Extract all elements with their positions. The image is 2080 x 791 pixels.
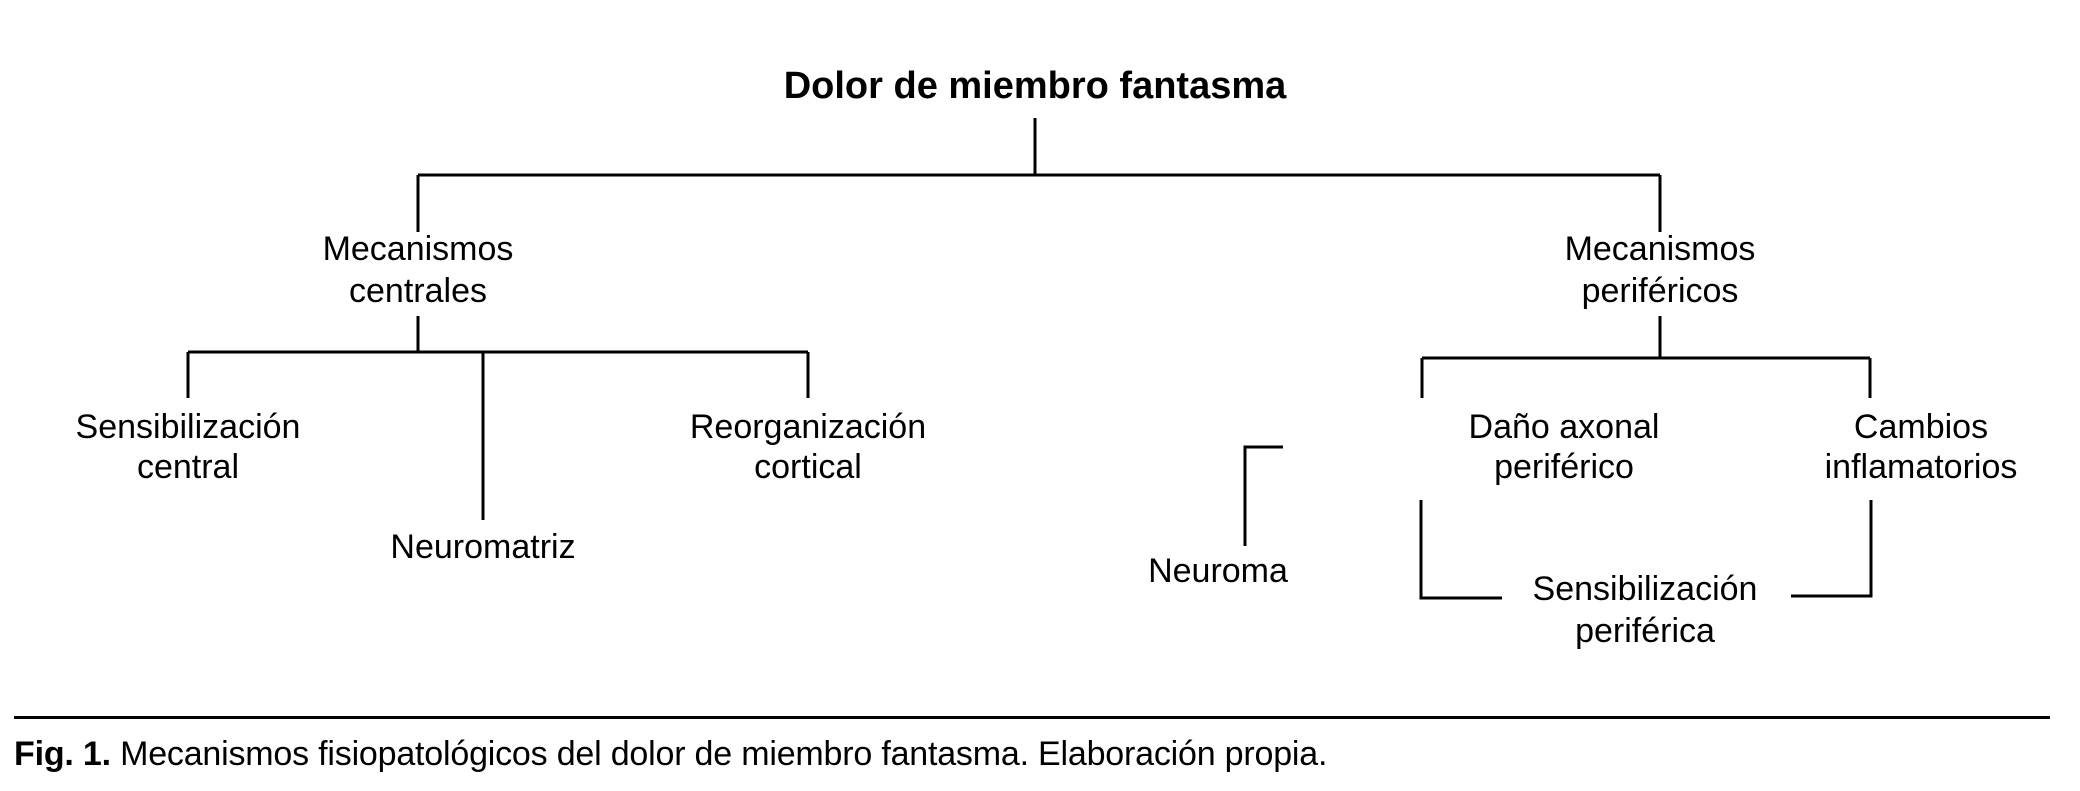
caption-divider-rule (14, 716, 2050, 719)
node-neuromatriz-line1: Neuromatriz (390, 528, 575, 566)
branch-peripheral-label-line2: periféricos (1582, 272, 1739, 310)
connector-dano-axonal-to-neuroma (1243, 445, 1283, 546)
figure-caption-text: Mecanismos fisiopatológicos del dolor de… (110, 735, 1328, 773)
figure-caption: Fig. 1. Mecanismos fisiopatológicos del … (14, 732, 2064, 776)
node-reorganizacion-cortical-line1: Reorganización (690, 408, 926, 446)
figure-caption-number: Fig. 1. (14, 735, 111, 773)
node-cambios-inflamatorios-line2: inflamatorios (1825, 448, 2018, 486)
connector-dano-axonal-to-sensibilizacion-periferica (1419, 500, 1502, 600)
branch-peripheral-label-line1: Mecanismos (1565, 230, 1756, 268)
node-sensibilizacion-periferica-line2: periférica (1575, 612, 1715, 650)
phantom-limb-pain-tree-diagram: Dolor de miembro fantasma Mecanismos cen… (76, 65, 2018, 650)
node-neuroma-line1: Neuroma (1148, 552, 1288, 590)
root-node-label: Dolor de miembro fantasma (784, 65, 1287, 107)
node-dano-axonal-periferico-line1: Daño axonal (1469, 408, 1660, 446)
node-sensibilizacion-central-line2: central (137, 448, 239, 486)
node-dano-axonal-periferico-line2: periférico (1494, 448, 1634, 486)
branch-central-label-line2: centrales (349, 272, 487, 310)
node-cambios-inflamatorios-line1: Cambios (1854, 408, 1988, 446)
branch-central-label-line1: Mecanismos (323, 230, 514, 268)
node-sensibilizacion-central-line1: Sensibilización (76, 408, 301, 446)
node-sensibilizacion-periferica-line1: Sensibilización (1533, 570, 1758, 608)
node-reorganizacion-cortical-line2: cortical (754, 448, 862, 486)
connector-cambios-to-sensibilizacion-periferica (1791, 500, 1873, 598)
